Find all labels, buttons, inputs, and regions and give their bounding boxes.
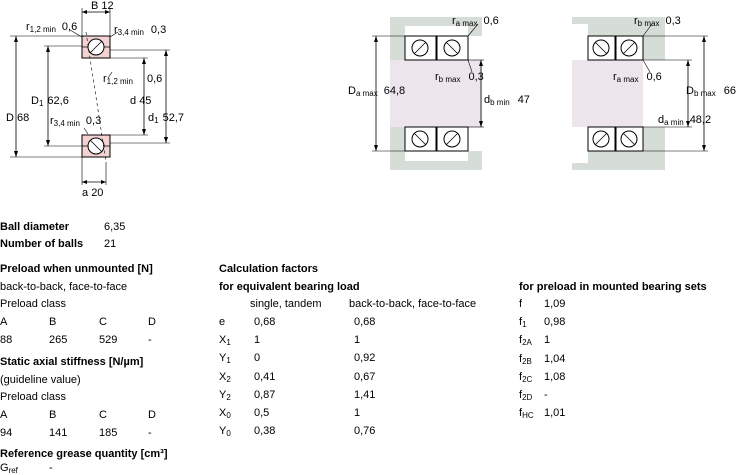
calc-row-single-value: 0,87 <box>254 389 276 401</box>
mounted-row-value: 0,98 <box>544 316 566 328</box>
preload-value-b: 265 <box>49 334 68 346</box>
grease-symbol: Gref <box>0 462 18 475</box>
b-label: B 12 <box>91 0 114 12</box>
stiffness-class-d: D <box>148 409 156 421</box>
d-bore-label: d 45 <box>130 95 151 107</box>
housing-top-2 <box>572 17 665 60</box>
preload-class-b: B <box>49 316 57 328</box>
calc-row-b2b-value: 0,76 <box>354 425 376 437</box>
stiffness-value-b: 141 <box>49 427 68 439</box>
housing-bottom <box>390 127 482 170</box>
preload-value-d: - <box>148 334 152 346</box>
preload-heading: Preload when unmounted [N] <box>0 263 153 275</box>
mounted-row-value: 1,01 <box>544 407 566 419</box>
preload-arrangement: back-to-back, face-to-face <box>0 281 128 293</box>
mounted-row-symbol: f1 <box>519 316 527 329</box>
ball-count-value: 21 <box>104 238 117 250</box>
calc-row-single-value: 0,68 <box>254 316 276 328</box>
mounted-row-symbol: f2B <box>519 353 532 366</box>
mounted-row-value: 1 <box>544 334 551 346</box>
stiffness-heading: Static axial stiffness [N/µm] <box>0 356 144 368</box>
stiffness-note: (guideline value) <box>0 374 81 386</box>
housing-bottom-2 <box>572 127 665 170</box>
grease-heading: Reference grease quantity [cm³] <box>0 448 168 460</box>
calc-row-symbol: Y2 <box>219 389 231 402</box>
stiffness-class-label: Preload class <box>0 391 67 403</box>
preload-class-a: A <box>0 316 8 328</box>
stiffness-value-c: 185 <box>99 427 118 439</box>
calc-row-b2b-value: 1,41 <box>354 389 376 401</box>
shaft-2 <box>572 60 643 127</box>
calc-row-b2b-value: 0,92 <box>354 352 376 364</box>
mounted-row-symbol: f2D <box>519 389 533 402</box>
ball-count-label: Number of balls <box>0 238 84 250</box>
stiffness-value-a: 94 <box>0 427 13 439</box>
calc-row-symbol: X1 <box>219 334 231 347</box>
calc-row-symbol: X2 <box>219 371 231 384</box>
preload-value-a: 88 <box>0 334 13 346</box>
calc-row-b2b-value: 1 <box>354 334 361 346</box>
stiffness-value-d: - <box>148 427 152 439</box>
calc-row-symbol: Y0 <box>219 425 231 438</box>
calc-row-b2b-value: 0,67 <box>354 371 376 383</box>
housing-top <box>390 17 482 60</box>
calc-col-b2b: back-to-back, face-to-face <box>349 298 477 310</box>
calc-row-single-value: 0 <box>254 352 261 364</box>
calc-row-b2b-value: 0,68 <box>354 316 376 328</box>
calc-row-b2b-value: 1 <box>354 407 361 419</box>
preload-value-c: 529 <box>99 334 118 346</box>
ball-diameter-value: 6,35 <box>104 221 126 233</box>
calc-row-single-value: 0,41 <box>254 371 276 383</box>
mounted-row-symbol: f2C <box>519 371 533 384</box>
calc-heading: Calculation factors <box>219 263 319 275</box>
calc-row-single-value: 1 <box>254 334 261 346</box>
calc-row-symbol: X0 <box>219 407 231 420</box>
calc-row-symbol: e <box>219 316 226 328</box>
preload-class-c: C <box>99 316 107 328</box>
calc-col-single: single, tandem <box>250 298 322 310</box>
stiffness-class-c: C <box>99 409 107 421</box>
r12b-label: r1,2 min <box>103 73 133 86</box>
mounted-row-value: 1,09 <box>544 298 566 310</box>
shaft <box>390 60 482 127</box>
preload-class-label: Preload class <box>0 298 67 310</box>
mounted-row-symbol: f2A <box>519 334 532 347</box>
mounted-row-value: - <box>544 389 548 401</box>
stiffness-class-b: B <box>49 409 57 421</box>
mounted-row-symbol: f <box>519 298 523 310</box>
calc-row-single-value: 0,38 <box>254 425 276 437</box>
grease-value: - <box>49 462 53 474</box>
r12b-value: 0,6 <box>147 73 162 85</box>
a-label: a 20 <box>82 187 103 199</box>
preload-class-d: D <box>148 316 156 328</box>
d-outer-label: D 68 <box>6 112 29 124</box>
calc-row-single-value: 0,5 <box>254 407 270 419</box>
stiffness-class-a: A <box>0 409 8 421</box>
mounted-row-value: 1,08 <box>544 371 566 383</box>
mounted-row-symbol: fHC <box>519 407 534 420</box>
mounted-heading: for preload in mounted bearing sets <box>519 281 707 293</box>
mounted-row-value: 1,04 <box>544 353 566 365</box>
calc-row-symbol: Y1 <box>219 352 231 365</box>
calc-subheading: for equivalent bearing load <box>219 281 360 293</box>
ball-diameter-label: Ball diameter <box>0 221 70 233</box>
